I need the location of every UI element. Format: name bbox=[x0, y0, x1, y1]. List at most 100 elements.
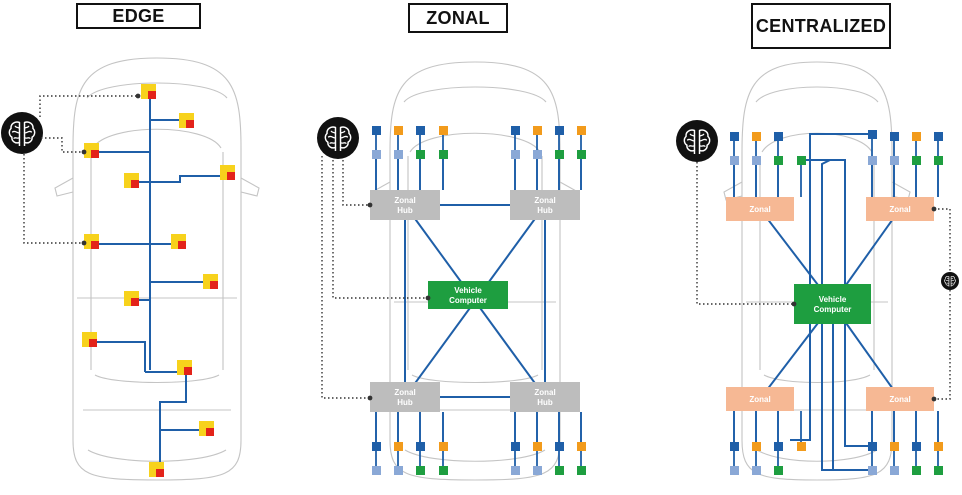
direct-wire bbox=[790, 324, 811, 441]
box-label: Hub bbox=[537, 398, 553, 407]
direct-wire bbox=[821, 324, 870, 471]
sensor-node bbox=[868, 466, 877, 475]
sensor-node bbox=[394, 466, 403, 475]
car-outline bbox=[54, 57, 260, 481]
sensor-node bbox=[868, 442, 877, 451]
sensor-node bbox=[555, 466, 564, 475]
zonal-module: Zonal bbox=[866, 387, 934, 411]
sensor-node bbox=[511, 442, 520, 451]
sensor-node bbox=[890, 442, 899, 451]
sensor-node bbox=[577, 442, 586, 451]
connector-dot bbox=[931, 396, 937, 402]
sensor-node bbox=[555, 150, 564, 159]
brain-icon bbox=[940, 271, 960, 291]
brain-icon bbox=[316, 116, 360, 160]
connector-dot bbox=[931, 206, 937, 212]
ecu-node bbox=[124, 173, 139, 188]
sensor-node bbox=[439, 442, 448, 451]
sensor-node bbox=[416, 150, 425, 159]
wire bbox=[150, 175, 228, 183]
sensor-node bbox=[730, 466, 739, 475]
dotted-link bbox=[342, 160, 370, 206]
box-label: Vehicle bbox=[819, 295, 847, 304]
zonal-panel: ZonalHubZonalHubZonalHubZonalHubVehicleC… bbox=[316, 116, 586, 475]
connector-dot bbox=[367, 395, 373, 401]
sensor-node bbox=[752, 442, 761, 451]
sensor-node bbox=[511, 466, 520, 475]
box-label: Zonal bbox=[889, 395, 910, 404]
dotted-link bbox=[39, 95, 138, 117]
connector-dot bbox=[135, 93, 141, 99]
sensor-node bbox=[890, 156, 899, 165]
sensor-node bbox=[774, 156, 783, 165]
sensor-node bbox=[890, 132, 899, 141]
sensor-node bbox=[577, 466, 586, 475]
wire bbox=[159, 372, 187, 470]
sensor-node bbox=[730, 442, 739, 451]
zonal-module: Zonal bbox=[726, 387, 794, 411]
ecu-node bbox=[177, 360, 192, 375]
sensor-node bbox=[394, 442, 403, 451]
sensor-node bbox=[912, 442, 921, 451]
sensor-node bbox=[416, 126, 425, 135]
sensor-node bbox=[439, 466, 448, 475]
sensor-node bbox=[511, 126, 520, 135]
ecu-node bbox=[199, 421, 214, 436]
sensor-node bbox=[555, 442, 564, 451]
box-label: Zonal bbox=[534, 196, 555, 205]
sensor-node bbox=[439, 126, 448, 135]
sensor-node bbox=[372, 466, 381, 475]
dotted-link bbox=[934, 208, 951, 272]
sensor-node bbox=[774, 442, 783, 451]
sensor-node bbox=[934, 132, 943, 141]
sensor-node bbox=[752, 466, 761, 475]
dotted-link bbox=[41, 137, 84, 153]
sensor-node bbox=[752, 156, 761, 165]
sensor-node bbox=[372, 150, 381, 159]
box-label: Vehicle bbox=[454, 286, 482, 295]
sensor-node bbox=[372, 126, 381, 135]
zonal-title: ZONAL bbox=[408, 3, 508, 33]
box-label: Zonal bbox=[394, 196, 415, 205]
direct-wire bbox=[809, 133, 872, 284]
ecu-node bbox=[84, 143, 99, 158]
sensor-node bbox=[797, 442, 806, 451]
sensor-node bbox=[730, 156, 739, 165]
ecu-node bbox=[84, 234, 99, 249]
box-label: Computer bbox=[449, 296, 487, 305]
sensor-node bbox=[439, 150, 448, 159]
edge-title: EDGE bbox=[76, 3, 201, 29]
sensor-node bbox=[416, 466, 425, 475]
connector-dot bbox=[425, 295, 431, 301]
box-label: Hub bbox=[397, 398, 413, 407]
brain-icon bbox=[675, 119, 719, 163]
sensor-node bbox=[774, 132, 783, 141]
ecu-node bbox=[171, 234, 186, 249]
sensor-node bbox=[890, 466, 899, 475]
sensor-node bbox=[934, 156, 943, 165]
sensor-node bbox=[730, 132, 739, 141]
direct-wire bbox=[821, 159, 831, 284]
box-label: Zonal bbox=[749, 205, 770, 214]
zonal-module: Zonal bbox=[726, 197, 794, 221]
sensor-node bbox=[912, 132, 921, 141]
ecu-node bbox=[203, 274, 218, 289]
direct-wire bbox=[800, 159, 846, 284]
sensor-node bbox=[577, 150, 586, 159]
sensor-node bbox=[752, 132, 761, 141]
centralized-title: CENTRALIZED bbox=[751, 3, 891, 49]
car-outline bbox=[371, 61, 579, 481]
dotted-link bbox=[23, 154, 84, 244]
wire bbox=[91, 341, 146, 372]
ecu-node bbox=[149, 462, 164, 477]
dotted-link bbox=[332, 160, 428, 299]
sensor-node bbox=[868, 130, 877, 139]
box-label: Zonal bbox=[534, 388, 555, 397]
ecu-node bbox=[220, 165, 235, 180]
